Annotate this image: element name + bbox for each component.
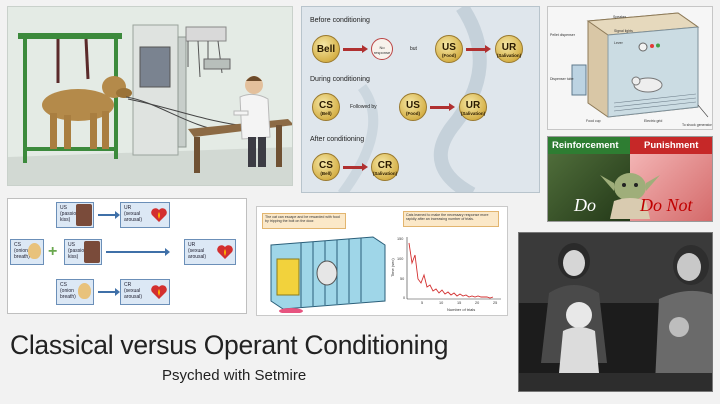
reinforcement-header (548, 137, 630, 154)
page-title: Classical versus Operant Conditioning (10, 330, 449, 360)
heart-icon (217, 245, 233, 259)
x-axis-label: Number of trials (447, 307, 476, 312)
onion-icon (28, 243, 41, 259)
cs-text: CS (319, 100, 333, 111)
cs-text: CS (319, 160, 333, 171)
arrow (106, 248, 170, 256)
thorndike-puzzle-box-panel: The cat can escape and be rewarded with … (256, 206, 508, 316)
cs-coin: CS(Bell) (312, 153, 340, 181)
page-subtitle: Psyched with Setmire (162, 367, 307, 384)
ur-text: UR (501, 42, 517, 53)
heart-icon (151, 285, 167, 299)
followed-by-label: Followed by (350, 104, 377, 110)
ur-box: UR (sexual arousal) (120, 202, 170, 228)
punishment-header (630, 137, 712, 154)
but-label: but (410, 46, 417, 52)
us-sub: (Food) (442, 53, 456, 58)
classical-conditioning-diagram: Before conditioning Bell No response but… (301, 6, 540, 193)
skinner-label: Food cup (586, 119, 601, 123)
us-sub: (Food) (406, 111, 420, 116)
y-tick: 150 (397, 237, 404, 241)
bell-text: Bell (316, 44, 336, 55)
bell-coin: Bell (312, 35, 340, 63)
skinner-box-illustration: Pellet dispenser Speaker Signal lights L… (547, 6, 713, 130)
trials-note: Cats learned to make the necessary respo… (403, 211, 499, 227)
skinner-label: Electric grid (644, 119, 663, 123)
arrow (343, 45, 368, 53)
ur-sub: (Salivation) (496, 53, 522, 58)
arrow (98, 288, 120, 296)
pavlov-drawing (8, 7, 292, 185)
x-tick: 10 (439, 301, 444, 305)
cs-text: CS (onion breath) (60, 282, 76, 300)
x-tick: 25 (493, 301, 498, 305)
no-response-text: No response (373, 45, 391, 55)
skinner-label: Speaker (613, 15, 627, 19)
photo-drawing (519, 233, 712, 391)
ur-text: UR (465, 100, 481, 111)
x-tick: 5 (421, 301, 424, 305)
arrow (430, 103, 455, 111)
arrow (98, 211, 120, 219)
y-tick: 0 (403, 296, 406, 300)
ur-text: UR (sexual arousal) (124, 205, 143, 223)
y-tick: 50 (400, 277, 405, 281)
ur-box: UR (sexual arousal) (184, 239, 236, 265)
kiss-photo (76, 204, 92, 226)
onion-icon (78, 283, 91, 299)
cs-coin: CS(Bell) (312, 93, 340, 121)
do-text: Do (574, 195, 596, 215)
punishment-label: Punishment (644, 140, 699, 151)
skinner-label: Lever (614, 41, 623, 45)
cr-coin: CR(Salivation) (371, 153, 399, 181)
us-text: US (442, 42, 456, 53)
do-not-text: Do Not (640, 195, 693, 215)
reinforcement-label: Reinforcement (552, 140, 619, 151)
skinner-label: To shock generator (682, 123, 712, 127)
plus-icon: + (48, 243, 58, 260)
cr-sub: (Salivation) (372, 171, 398, 176)
us-text: US (406, 100, 420, 111)
diagram-background (337, 7, 487, 192)
before-conditioning-label: Before conditioning (310, 17, 370, 24)
cr-text: CR (377, 160, 393, 171)
cr-text: CR (sexual arousal) (124, 282, 143, 300)
yoda-figure (600, 173, 660, 219)
ur-sub: (Salivation) (460, 111, 486, 116)
kiss-photo (84, 241, 100, 263)
after-conditioning-label: After conditioning (310, 136, 365, 143)
puzzle-box-drawing (270, 236, 386, 313)
ur-coin: UR(Salivation) (495, 35, 523, 63)
onion-breath-diagram: US (passionate kiss) UR (sexual arousal)… (7, 198, 247, 314)
ur-text: UR (sexual arousal) (188, 242, 207, 260)
skinner-label: Signal lights (614, 29, 633, 33)
reinforcement-punishment-panel: Reinforcement Punishment Do Do Not (547, 136, 713, 222)
cs-sub: (Bell) (320, 111, 332, 116)
during-conditioning-label: During conditioning (310, 76, 370, 83)
little-albert-photo (518, 232, 713, 392)
cat-note: The cat can escape and be rewarded with … (262, 213, 346, 229)
arrow (343, 163, 368, 171)
us-text: US (passionate kiss) (60, 205, 86, 223)
us-text: US (passionate kiss) (68, 242, 94, 260)
cs-text: CS (onion breath) (14, 242, 30, 260)
learning-curve-chart (406, 237, 501, 300)
x-tick: 20 (475, 301, 480, 305)
cs-sub: (Bell) (320, 171, 332, 176)
ur-coin: UR(Salivation) (459, 93, 487, 121)
skinner-box-drawing (548, 7, 712, 129)
pavlov-illustration (7, 6, 293, 186)
arrow (466, 45, 491, 53)
us-coin: US(Food) (435, 35, 463, 63)
skinner-label: Dispenser tube (550, 77, 574, 81)
no-response-circle: No response (371, 38, 393, 60)
skinner-label: Pellet dispenser (550, 33, 575, 37)
y-axis-label: Time (sec) (390, 258, 395, 277)
x-tick: 15 (457, 301, 462, 305)
y-tick: 100 (397, 257, 404, 261)
heart-icon (151, 208, 167, 222)
us-coin: US(Food) (399, 93, 427, 121)
